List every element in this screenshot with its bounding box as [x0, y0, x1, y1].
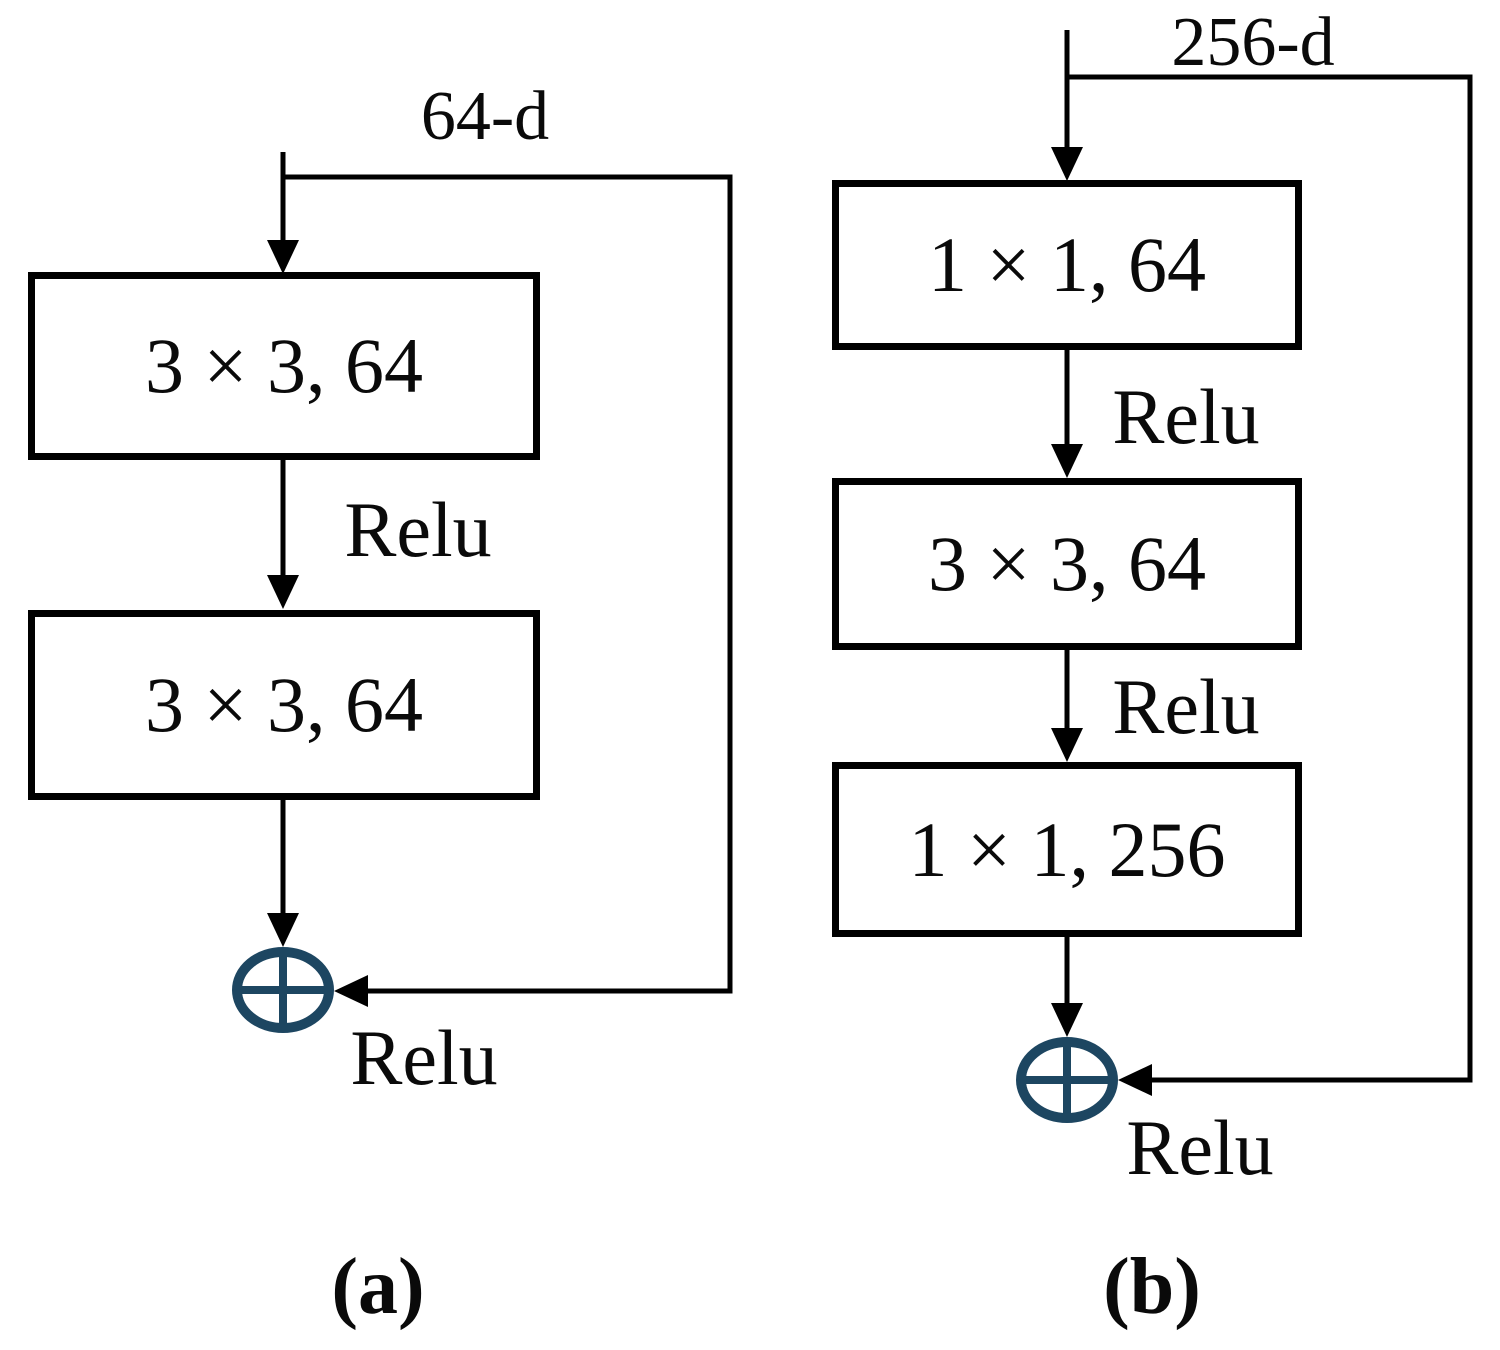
conv-box-b1: 1 × 1, 64 [832, 180, 1302, 350]
output-arrowhead-b [1051, 1003, 1083, 1037]
input-arrowhead-b [1051, 147, 1083, 181]
relu-arrowhead-b2 [1051, 728, 1083, 762]
skip-connection-a [283, 174, 733, 994]
relu-label-a1: Relu [344, 486, 492, 573]
skip-arrowhead-b [1118, 1064, 1152, 1096]
conv-box-a2: 3 × 3, 64 [28, 610, 540, 800]
skip-connection-b [1067, 74, 1473, 1083]
caption-b: (b) [1103, 1243, 1201, 1331]
conv-box-b1-label: 1 × 1, 64 [928, 221, 1206, 308]
relu-label-b3: Relu [1126, 1104, 1274, 1191]
conv-box-b3-label: 1 × 1, 256 [908, 805, 1226, 893]
relu-label-b2: Relu [1112, 663, 1260, 750]
relu-label-a2: Relu [350, 1014, 498, 1101]
conv-box-a1-label: 3 × 3, 64 [145, 322, 423, 409]
relu-label-b1: Relu [1112, 373, 1260, 460]
caption-a: (a) [331, 1243, 425, 1331]
conv-box-b3: 1 × 1, 256 [832, 762, 1302, 937]
conv-box-b2-label: 3 × 3, 64 [928, 520, 1206, 607]
diagram-b-connectors [1016, 30, 1473, 1123]
conv-box-b2: 3 × 3, 64 [832, 478, 1302, 650]
skip-arrowhead-a [334, 975, 368, 1007]
conv-box-a2-label: 3 × 3, 64 [145, 661, 423, 748]
relu-arrowhead-a [267, 575, 299, 609]
output-arrowhead-a [267, 913, 299, 947]
diagram-a-connectors [232, 152, 733, 1033]
conv-box-a1: 3 × 3, 64 [28, 272, 540, 460]
relu-arrowhead-b1 [1051, 444, 1083, 478]
input-dim-label-a: 64-d [420, 78, 550, 155]
input-arrowhead-a [267, 240, 299, 274]
input-dim-label-b: 256-d [1171, 4, 1335, 81]
